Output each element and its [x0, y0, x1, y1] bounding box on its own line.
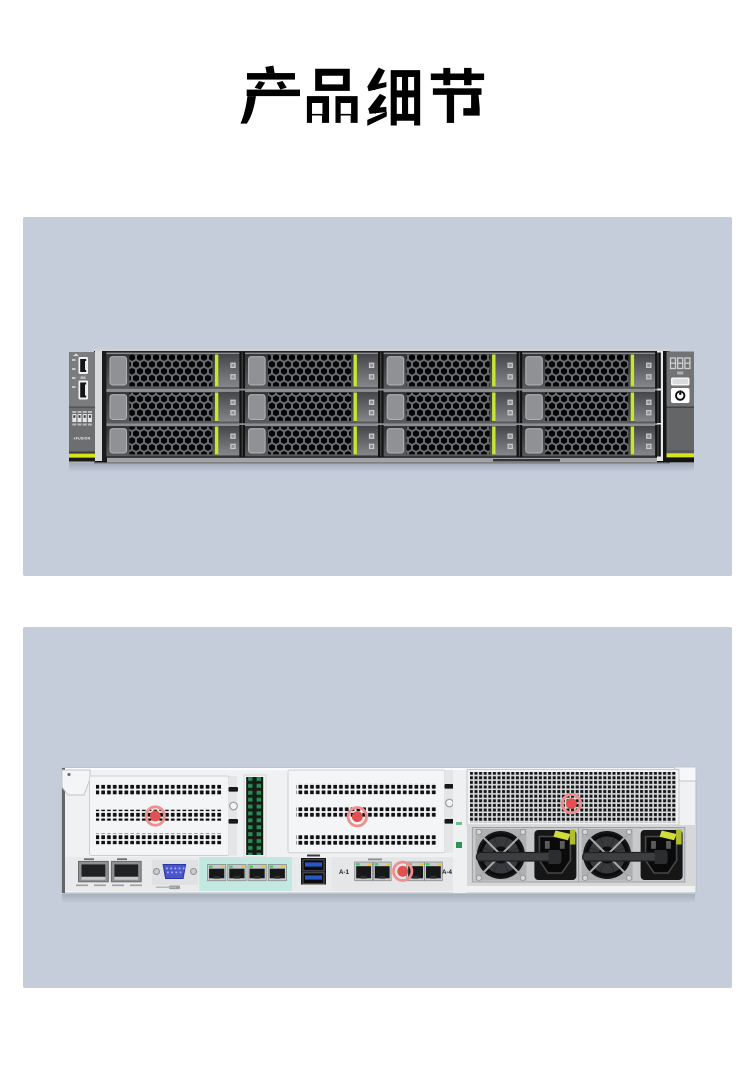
- svg-text:A-4: A-4: [442, 869, 453, 876]
- svg-text:A-1: A-1: [339, 869, 350, 876]
- svg-text:xFUSION: xFUSION: [74, 437, 91, 441]
